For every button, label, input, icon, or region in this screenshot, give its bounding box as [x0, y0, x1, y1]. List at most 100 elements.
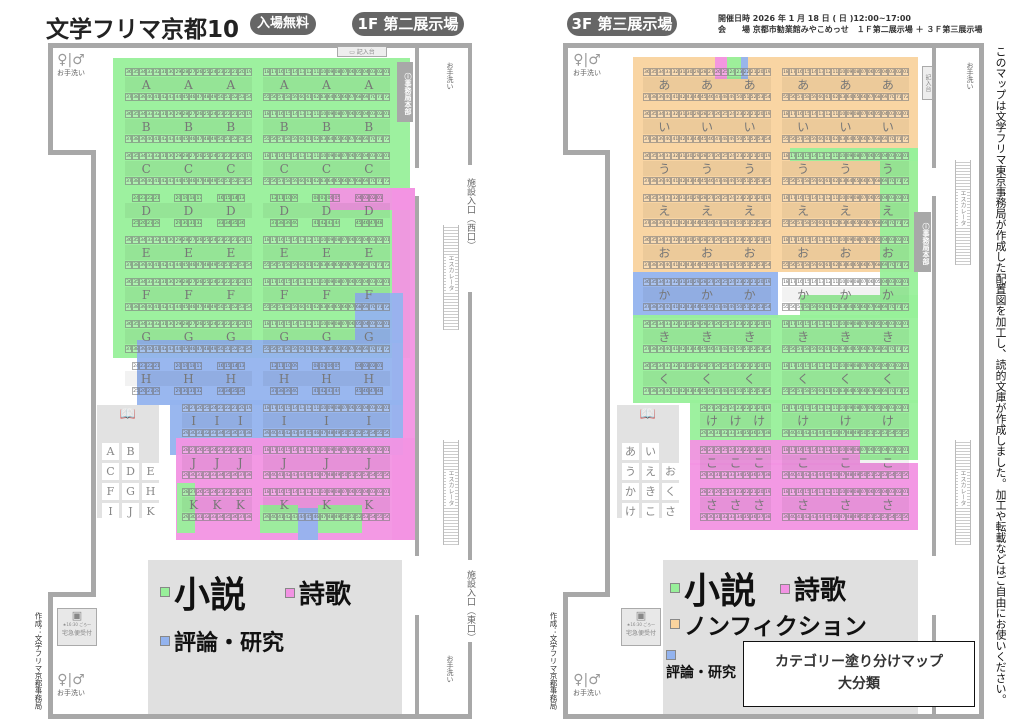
- booth-cell[interactable]: 18: [782, 110, 790, 118]
- booth-cell[interactable]: 13: [298, 320, 306, 328]
- booth-cell[interactable]: 54: [763, 387, 771, 395]
- booth-cell[interactable]: 55: [263, 345, 271, 353]
- booth-cell[interactable]: 61: [305, 93, 313, 101]
- booth-cell[interactable]: 33: [146, 320, 154, 328]
- booth-cell[interactable]: 03: [887, 278, 895, 286]
- booth-cell[interactable]: 26: [714, 488, 722, 496]
- booth-cell[interactable]: 02: [368, 362, 376, 370]
- booth-cell[interactable]: 52: [230, 261, 238, 269]
- booth-cell[interactable]: 35: [132, 236, 140, 244]
- booth-cell[interactable]: 39: [657, 219, 665, 227]
- booth-cell[interactable]: 15: [284, 152, 292, 160]
- index-cell[interactable]: K: [142, 503, 159, 520]
- booth-cell[interactable]: 38: [277, 219, 285, 227]
- booth-cell[interactable]: 48: [721, 303, 729, 311]
- booth-cell[interactable]: 08: [312, 194, 320, 202]
- booth-cell[interactable]: 22: [224, 404, 231, 412]
- booth-cell[interactable]: 04: [361, 278, 369, 286]
- booth-cell[interactable]: 06: [347, 152, 355, 160]
- booth-cell[interactable]: 10: [838, 194, 846, 202]
- booth-cell[interactable]: 12: [305, 446, 313, 454]
- booth-cell[interactable]: 02: [376, 152, 384, 160]
- booth-cell[interactable]: 62: [831, 135, 839, 143]
- booth-cell[interactable]: 51: [866, 429, 874, 437]
- booth-cell[interactable]: 06: [326, 194, 334, 202]
- booth-cell[interactable]: 65: [852, 345, 860, 353]
- booth-cell[interactable]: 08: [312, 362, 320, 370]
- booth-cell[interactable]: 43: [167, 93, 175, 101]
- booth-cell[interactable]: 47: [319, 429, 327, 437]
- booth-cell[interactable]: 55: [895, 429, 903, 437]
- booth-cell[interactable]: 34: [735, 471, 743, 479]
- booth-cell[interactable]: 01: [902, 278, 910, 286]
- booth-cell[interactable]: 60: [817, 261, 825, 269]
- booth-cell[interactable]: 09: [291, 362, 299, 370]
- booth-cell[interactable]: 22: [223, 152, 231, 160]
- booth-cell[interactable]: 22: [742, 362, 750, 370]
- booth-cell[interactable]: 01: [902, 404, 910, 412]
- booth-cell[interactable]: 12: [305, 404, 313, 412]
- booth-cell[interactable]: 05: [873, 320, 881, 328]
- booth-cell[interactable]: 61: [824, 219, 832, 227]
- booth-cell[interactable]: 36: [749, 513, 757, 521]
- booth-cell[interactable]: 13: [817, 404, 825, 412]
- booth-cell[interactable]: 42: [284, 513, 292, 521]
- booth-cell[interactable]: 11: [831, 362, 839, 370]
- booth-cell[interactable]: 16: [796, 488, 804, 496]
- booth-cell[interactable]: 49: [209, 303, 217, 311]
- booth-cell[interactable]: 21: [230, 68, 238, 76]
- booth-cell[interactable]: 56: [383, 513, 391, 521]
- booth-cell[interactable]: 45: [699, 219, 707, 227]
- booth-cell[interactable]: 22: [742, 320, 750, 328]
- booth-cell[interactable]: 04: [361, 446, 369, 454]
- booth-cell[interactable]: 17: [270, 68, 278, 76]
- booth-cell[interactable]: 15: [803, 152, 811, 160]
- booth-cell[interactable]: 08: [852, 110, 860, 118]
- booth-cell[interactable]: 16: [796, 446, 804, 454]
- booth-cell[interactable]: 36: [643, 194, 651, 202]
- booth-cell[interactable]: 68: [873, 303, 881, 311]
- booth-cell[interactable]: 19: [245, 320, 253, 328]
- booth-cell[interactable]: 20: [174, 362, 182, 370]
- booth-cell[interactable]: 43: [685, 387, 693, 395]
- booth-cell[interactable]: 09: [326, 320, 334, 328]
- booth-cell[interactable]: 61: [305, 303, 313, 311]
- booth-cell[interactable]: 06: [347, 488, 355, 496]
- booth-cell[interactable]: 20: [238, 110, 246, 118]
- booth-cell[interactable]: 56: [789, 219, 797, 227]
- booth-cell[interactable]: 29: [174, 68, 182, 76]
- booth-cell[interactable]: 09: [326, 152, 334, 160]
- booth-cell[interactable]: 43: [291, 429, 299, 437]
- index-cell[interactable]: さ: [662, 503, 679, 520]
- booth-cell[interactable]: 09: [845, 68, 853, 76]
- booth-cell[interactable]: 25: [202, 278, 210, 286]
- booth-cell[interactable]: 59: [291, 345, 299, 353]
- booth-cell[interactable]: 29: [692, 152, 700, 160]
- booth-cell[interactable]: 28: [699, 236, 707, 244]
- booth-cell[interactable]: 47: [195, 261, 203, 269]
- booth-cell[interactable]: 04: [880, 110, 888, 118]
- booth-cell[interactable]: 15: [223, 194, 231, 202]
- booth-cell[interactable]: 72: [383, 261, 391, 269]
- booth-cell[interactable]: 42: [678, 345, 686, 353]
- booth-cell[interactable]: 25: [202, 236, 210, 244]
- booth-cell[interactable]: 50: [735, 303, 743, 311]
- booth-cell[interactable]: 01: [902, 446, 910, 454]
- booth-cell[interactable]: 45: [699, 387, 707, 395]
- booth-cell[interactable]: 66: [340, 135, 348, 143]
- booth-cell[interactable]: 08: [333, 278, 341, 286]
- booth-cell[interactable]: 06: [866, 320, 874, 328]
- booth-cell[interactable]: 23: [735, 320, 743, 328]
- booth-cell[interactable]: 66: [859, 135, 867, 143]
- booth-cell[interactable]: 13: [298, 152, 306, 160]
- booth-cell[interactable]: 56: [789, 177, 797, 185]
- booth-cell[interactable]: 31: [160, 236, 168, 244]
- booth-cell[interactable]: 47: [714, 219, 722, 227]
- booth-cell[interactable]: 42: [160, 345, 168, 353]
- index-cell[interactable]: け: [622, 503, 639, 520]
- index-cell[interactable]: G: [122, 483, 139, 500]
- booth-cell[interactable]: 15: [803, 362, 811, 370]
- booth-cell[interactable]: 53: [880, 429, 888, 437]
- booth-cell[interactable]: 33: [210, 513, 217, 521]
- booth-cell[interactable]: 24: [728, 488, 736, 496]
